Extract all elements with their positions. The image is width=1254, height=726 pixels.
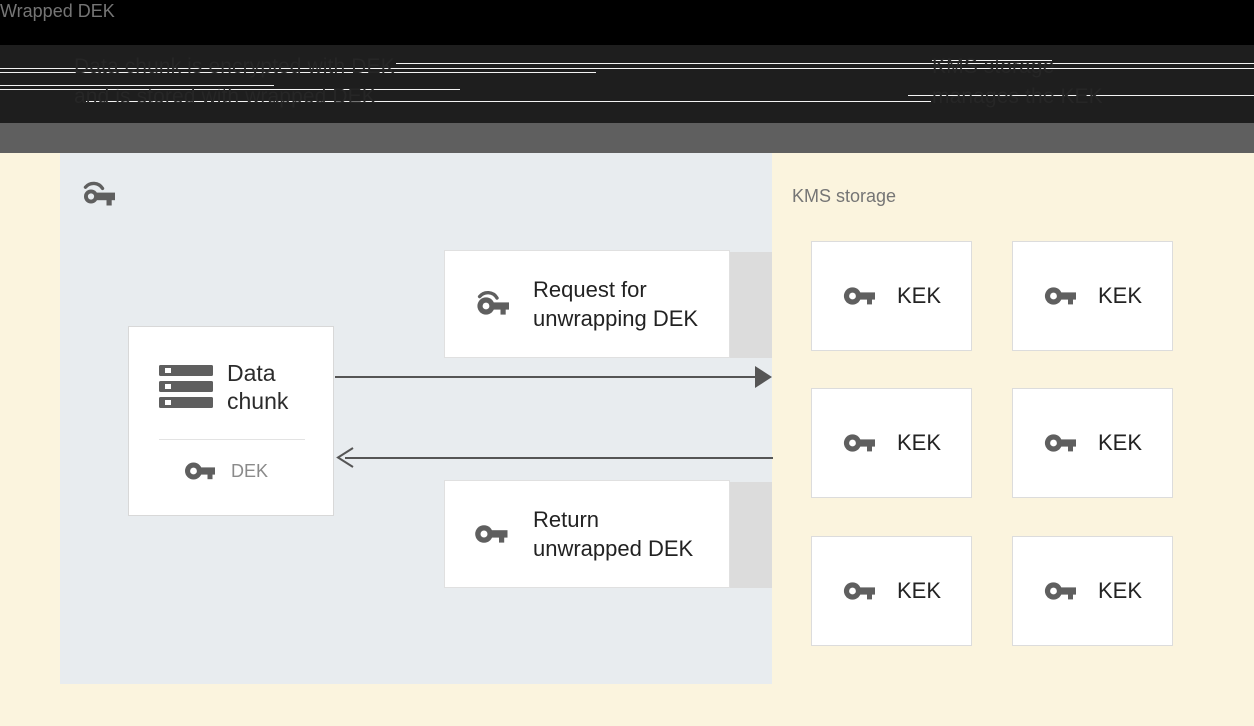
request-unwrap-label: Request for unwrapping DEK bbox=[533, 277, 699, 331]
data-chunk-row: Data chunk bbox=[159, 359, 288, 415]
kek-box[interactable]: KEK bbox=[811, 388, 972, 498]
return-box-shadow bbox=[730, 482, 772, 588]
kek-label: KEK bbox=[896, 430, 942, 455]
request-box-shadow bbox=[730, 252, 772, 358]
header-caption-right: KMS storage manages the KEK bbox=[932, 55, 1103, 108]
key-icon bbox=[1043, 579, 1081, 603]
kek-box[interactable]: KEK bbox=[1012, 388, 1173, 498]
key-icon bbox=[842, 284, 880, 308]
key-icon bbox=[842, 579, 880, 603]
key-icon bbox=[1043, 284, 1081, 308]
panel-title-wrapped-dek: Wrapped DEK bbox=[0, 1, 115, 21]
request-arrow-head bbox=[755, 366, 772, 388]
kek-label: KEK bbox=[1097, 430, 1143, 455]
kek-label: KEK bbox=[896, 283, 942, 308]
key-icon bbox=[842, 431, 880, 455]
kek-box[interactable]: KEK bbox=[811, 241, 972, 351]
return-unwrapped-box[interactable]: Return unwrapped DEK bbox=[444, 480, 730, 588]
toolbar-band bbox=[0, 123, 1254, 153]
data-chunk-label: Data chunk bbox=[227, 360, 289, 414]
wrapped-key-icon bbox=[473, 288, 513, 320]
header-band bbox=[0, 45, 1254, 123]
kek-label: KEK bbox=[896, 578, 942, 603]
header-caption-left: Data chunk is encrypted with DEK and is … bbox=[74, 55, 395, 108]
panel-title-kms-storage: KMS storage bbox=[792, 186, 897, 206]
kek-box[interactable]: KEK bbox=[1012, 241, 1173, 351]
top-black-bar bbox=[0, 0, 1254, 45]
card-divider bbox=[159, 439, 305, 440]
request-unwrap-box[interactable]: Request for unwrapping DEK bbox=[444, 250, 730, 358]
key-icon bbox=[185, 460, 217, 482]
key-icon bbox=[473, 521, 513, 547]
request-arrow-line bbox=[335, 376, 765, 378]
dek-row: DEK bbox=[185, 460, 268, 482]
return-unwrapped-label: Return unwrapped DEK bbox=[533, 507, 694, 561]
data-chunk-card[interactable]: Data chunk DEK bbox=[128, 326, 334, 516]
wrapped-key-icon bbox=[78, 180, 118, 210]
return-arrow-head bbox=[335, 447, 355, 468]
kek-label: KEK bbox=[1097, 283, 1143, 308]
storage-stack-icon bbox=[159, 363, 213, 411]
kek-label: KEK bbox=[1097, 578, 1143, 603]
kek-grid: KEK KEK KEK bbox=[811, 241, 1173, 646]
dek-label: DEK bbox=[231, 460, 269, 481]
key-icon bbox=[1043, 431, 1081, 455]
kek-box[interactable]: KEK bbox=[1012, 536, 1173, 646]
return-arrow-line bbox=[345, 457, 773, 459]
kek-box[interactable]: KEK bbox=[811, 536, 972, 646]
